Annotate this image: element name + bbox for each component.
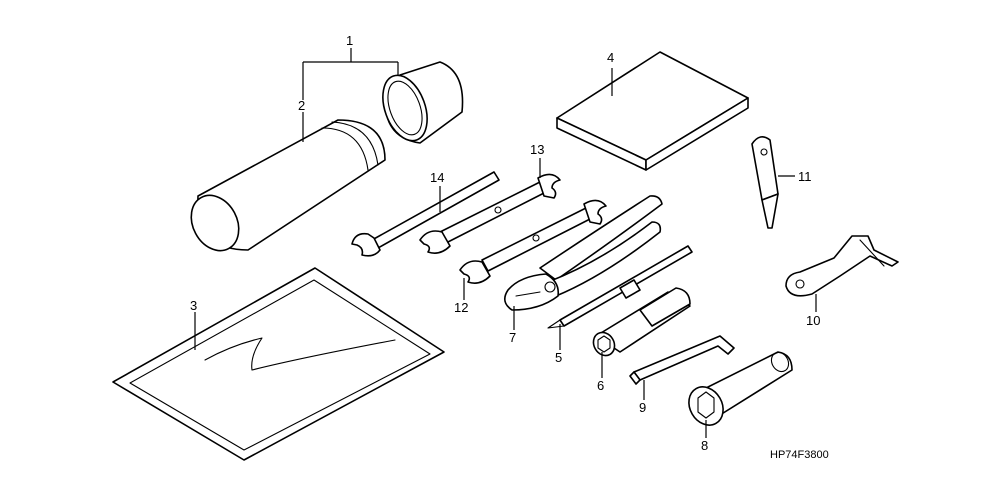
- callout-6: 6: [597, 378, 604, 393]
- spark-plug-wrench: [688, 351, 793, 426]
- tool-bag: [112, 267, 445, 461]
- callout-4: 4: [607, 50, 614, 65]
- pin-spanner: [785, 235, 899, 297]
- hex-key: [629, 335, 735, 385]
- callout-7: 7: [509, 330, 516, 345]
- callout-1: 1: [346, 33, 353, 48]
- owners-manual: [556, 51, 749, 171]
- pliers: [504, 195, 663, 311]
- callout-10: 10: [806, 313, 820, 328]
- diagram-code: HP74F3800: [770, 449, 829, 461]
- callout-12: 12: [454, 300, 468, 315]
- tool-case-cap: [382, 61, 464, 144]
- socket-handle: [592, 287, 691, 357]
- callout-2: 2: [298, 98, 305, 113]
- wrench-14: [351, 171, 500, 257]
- callout-5: 5: [555, 350, 562, 365]
- screwdriver-handle: [751, 136, 779, 229]
- callout-13: 13: [530, 142, 544, 157]
- screwdriver: [547, 245, 693, 329]
- callout-9: 9: [639, 400, 646, 415]
- leader-lines: [194, 48, 817, 438]
- callout-8: 8: [701, 438, 708, 453]
- callout-3: 3: [190, 298, 197, 313]
- callout-14: 14: [430, 170, 444, 185]
- wrench-12: [459, 199, 607, 284]
- callout-11: 11: [798, 169, 812, 184]
- wrench-13: [419, 173, 561, 254]
- callout-labels: 1 2 3 4 5 6 7 8 9 10 11 12 13 14: [190, 33, 820, 453]
- tool-case-body: [190, 119, 386, 252]
